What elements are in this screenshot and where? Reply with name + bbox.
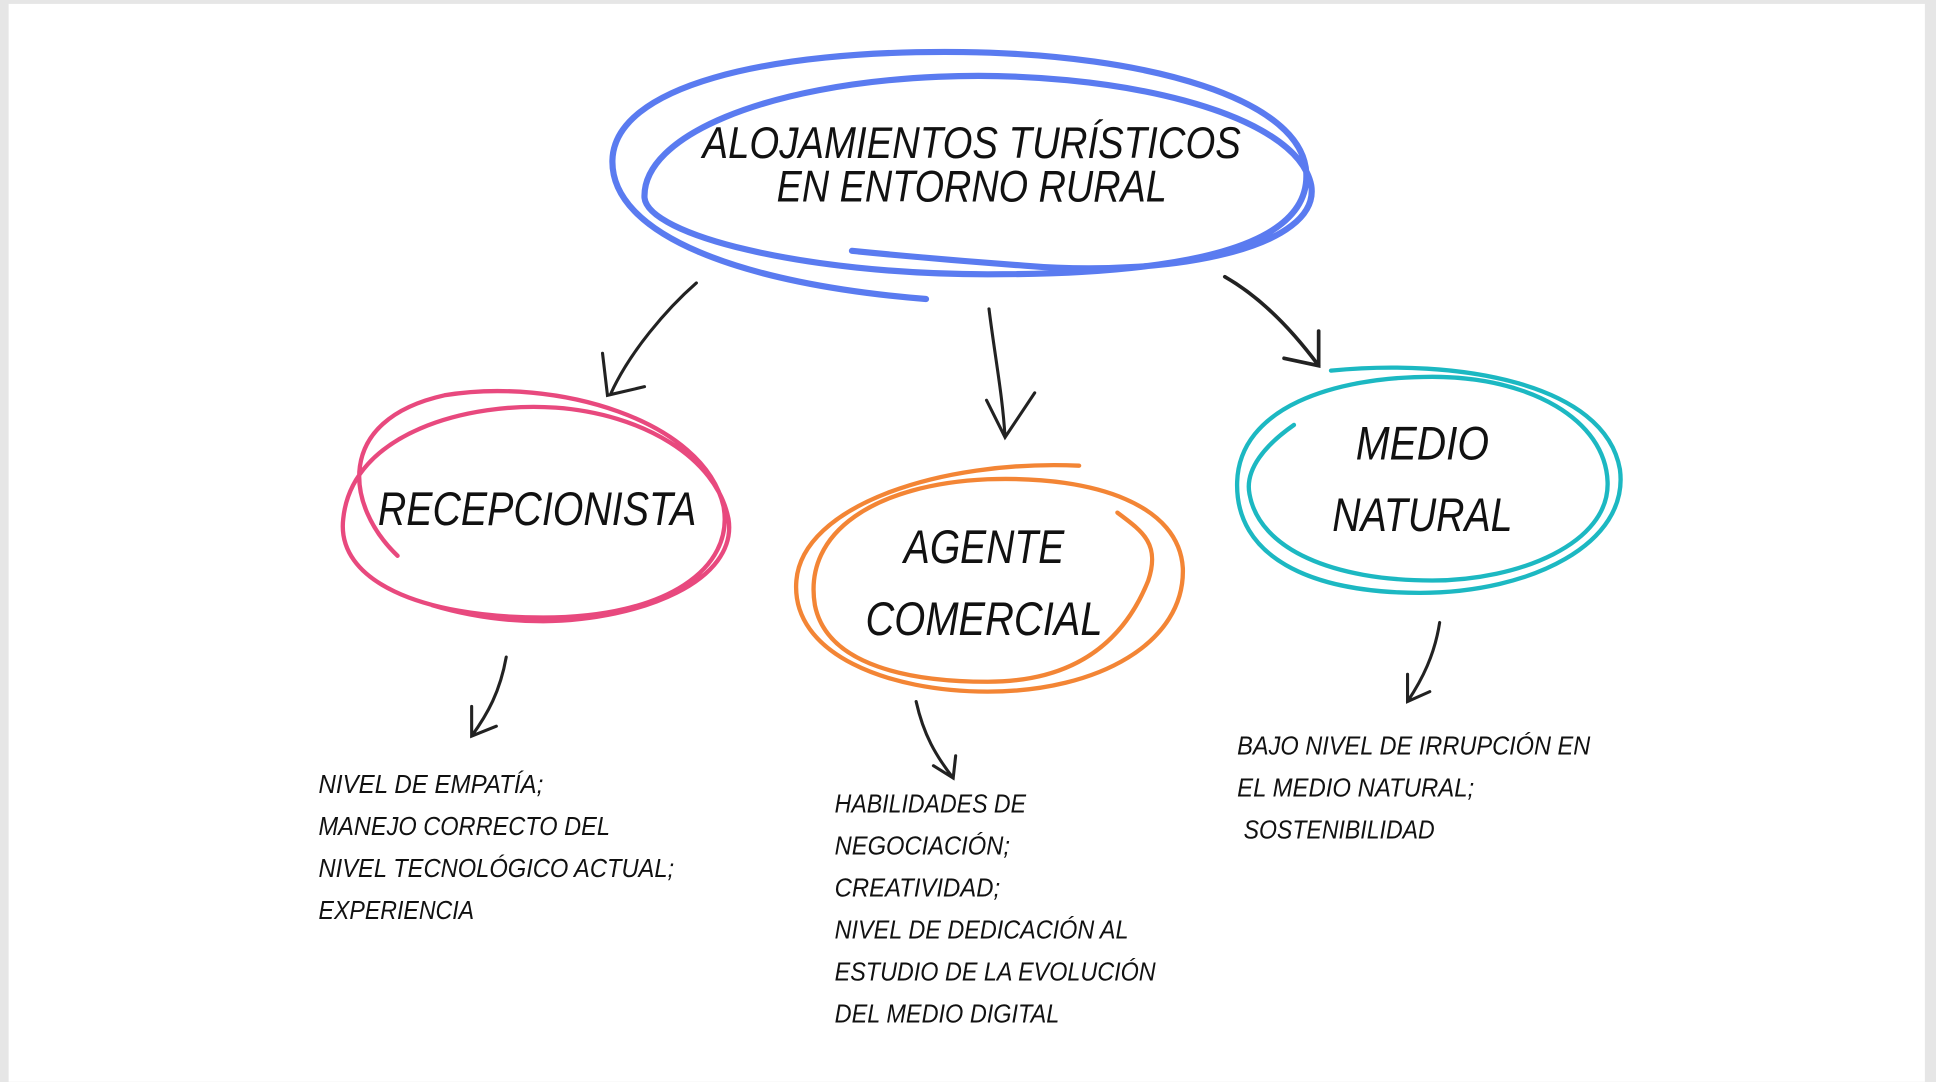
desc-line: SOSTENIBILIDAD [1237,817,1435,845]
recepcionista-circle [340,388,732,624]
desc-line: NEGOCIACIÓN; [835,832,1010,861]
desc-line: NIVEL DE DEDICACIÓN AL [835,916,1129,945]
arrows [470,274,1442,781]
title-line-2: EN ENTORNO RURAL [777,162,1167,211]
arrow-to-medio [1222,274,1321,368]
arrow-to-recepcionista [600,281,698,398]
page [8,3,1925,1082]
node-label-recepcionista: RECEPCIONISTA [378,483,697,535]
desc-line: NIVEL TECNOLÓGICO ACTUAL; [319,854,675,883]
agente-comercial-circle [794,462,1186,694]
node-label-medio: MEDIO [1356,418,1489,470]
desc-line: NIVEL DE EMPATÍA; [319,770,544,799]
description-agente: HABILIDADES DE NEGOCIACIÓN; CREATIVIDAD;… [835,791,1156,1029]
desc-line: EXPERIENCIA [319,897,475,925]
node-label-natural: NATURAL [1332,489,1512,541]
desc-line: CREATIVIDAD; [835,875,1000,903]
arrow-to-desc-recepcionista [470,655,508,739]
title-line-1: ALOJAMIENTOS TURÍSTICOS [700,119,1241,168]
arrow-to-desc-agente [914,699,958,781]
node-label-comercial: COMERCIAL [866,593,1103,645]
desc-line: HABILIDADES DE [835,791,1027,819]
arrow-to-desc-medio [1406,620,1442,704]
description-recepcionista: NIVEL DE EMPATÍA; MANEJO CORRECTO DEL NI… [319,770,675,925]
desc-line: MANEJO CORRECTO DEL [319,813,610,841]
title-circle [609,48,1315,303]
medio-natural-circle [1234,365,1623,596]
node-label-agente: AGENTE [901,521,1065,573]
desc-line: ESTUDIO DE LA EVOLUCIÓN [835,958,1156,987]
desc-line: EL MEDIO NATURAL; [1237,775,1474,803]
description-medio: BAJO NIVEL DE IRRUPCIÓN EN EL MEDIO NATU… [1237,732,1590,845]
desc-line: BAJO NIVEL DE IRRUPCIÓN EN [1237,732,1590,761]
desc-line: DEL MEDIO DIGITAL [835,1001,1060,1029]
arrow-to-agente [984,307,1037,441]
